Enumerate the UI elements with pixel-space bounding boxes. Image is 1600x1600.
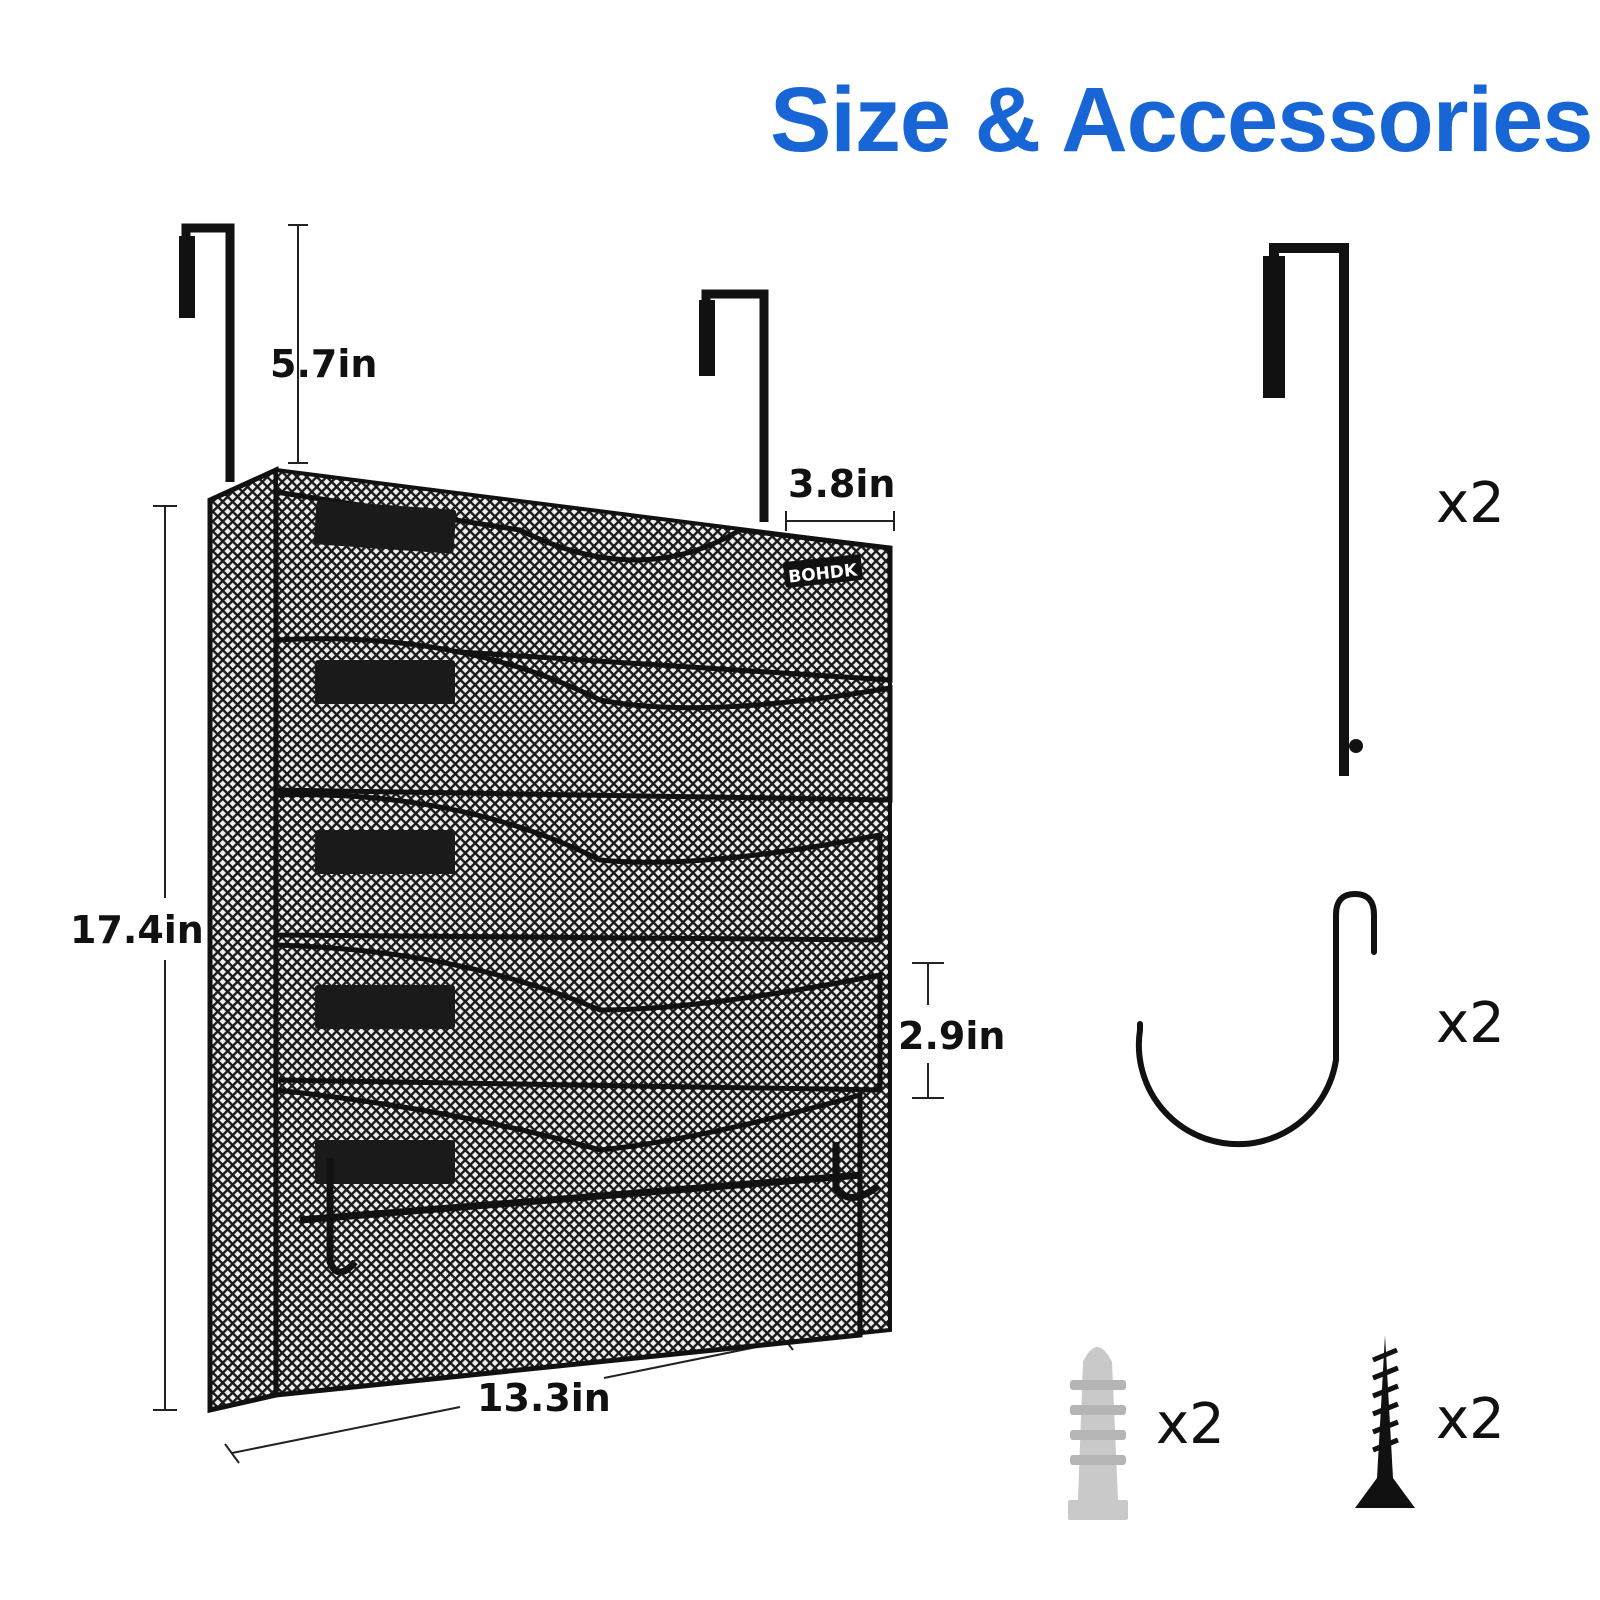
product-hook-left [181, 223, 235, 482]
dimension-label-tier-spacing: 2.9in [898, 1014, 1006, 1058]
wall-anchor-icon [1068, 1347, 1128, 1520]
s-hook-icon [1135, 890, 1377, 1148]
dimension-label-depth: 3.8in [788, 462, 896, 506]
dimension-line-tier-spacing [912, 962, 944, 1099]
dimension-label-hook-height: 5.7in [270, 342, 378, 386]
file-organizer: BOHDK [179, 223, 893, 1414]
pocket-4 [273, 942, 883, 1093]
dimension-label-total-height: 17.4in [70, 908, 204, 952]
dimension-line-depth [785, 511, 895, 531]
dimension-line-hook-height [288, 224, 308, 464]
quantity-s-hook: x2 [1436, 991, 1505, 1056]
over-door-hook-icon [1263, 243, 1363, 776]
screw-icon [1355, 1335, 1415, 1508]
page-title: Size & Accessories [770, 69, 1593, 171]
dimension-label-width: 13.3in [477, 1376, 611, 1420]
quantity-wall-anchor: x2 [1156, 1392, 1225, 1457]
quantity-screw: x2 [1436, 1387, 1505, 1452]
quantity-over-door-hook: x2 [1436, 471, 1505, 536]
dimension-line-total-height [153, 505, 177, 1411]
